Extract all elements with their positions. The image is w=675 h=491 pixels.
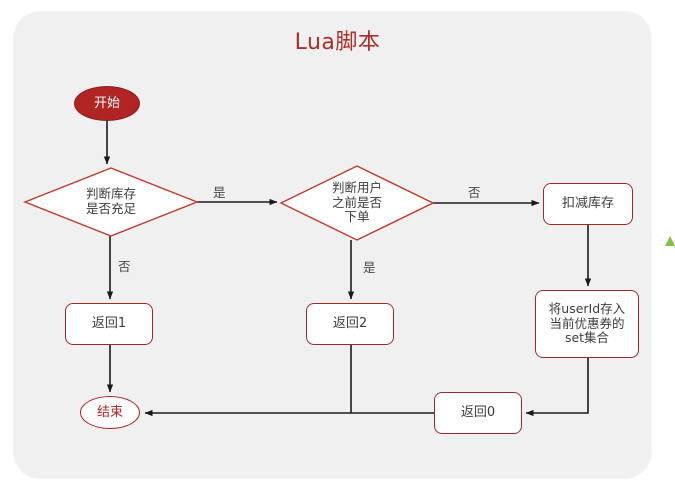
edge-label-stock-no: 否	[118, 259, 131, 274]
node-deduct-stock-label: 扣减库存	[561, 196, 614, 212]
node-return2[interactable]: 返回2	[306, 303, 394, 345]
edge-label-stock-yes: 是	[213, 185, 226, 200]
edge-label-user-yes: 是	[363, 260, 376, 275]
node-return0-label: 返回0	[460, 405, 496, 421]
node-decision-user-label: 判断用户 之前是否 下单	[331, 179, 382, 225]
node-return2-label: 返回2	[332, 316, 368, 332]
diagram-title: Lua脚本	[294, 30, 381, 55]
node-decision-user[interactable]: 判断用户 之前是否 下单	[281, 166, 433, 240]
node-return1[interactable]: 返回1	[65, 303, 153, 345]
node-end[interactable]: 结束	[80, 396, 140, 429]
green-triangle-marker-icon	[665, 236, 675, 246]
node-return0[interactable]: 返回0	[434, 392, 522, 434]
node-decision-stock-label: 判断库存 是否充足	[85, 186, 136, 216]
node-decision-stock[interactable]: 判断库存 是否充足	[25, 168, 197, 236]
node-start[interactable]: 开始	[74, 86, 140, 121]
node-deduct-stock[interactable]: 扣减库存	[543, 183, 633, 225]
node-set-add[interactable]: 将userId存入 当前优惠券的 set集合	[535, 290, 639, 358]
node-return1-label: 返回1	[91, 316, 127, 332]
node-start-label: 开始	[93, 95, 120, 111]
node-end-label: 结束	[96, 404, 123, 420]
node-set-add-label: 将userId存入 当前优惠券的 set集合	[548, 301, 626, 346]
edge-label-user-no: 否	[468, 185, 481, 200]
